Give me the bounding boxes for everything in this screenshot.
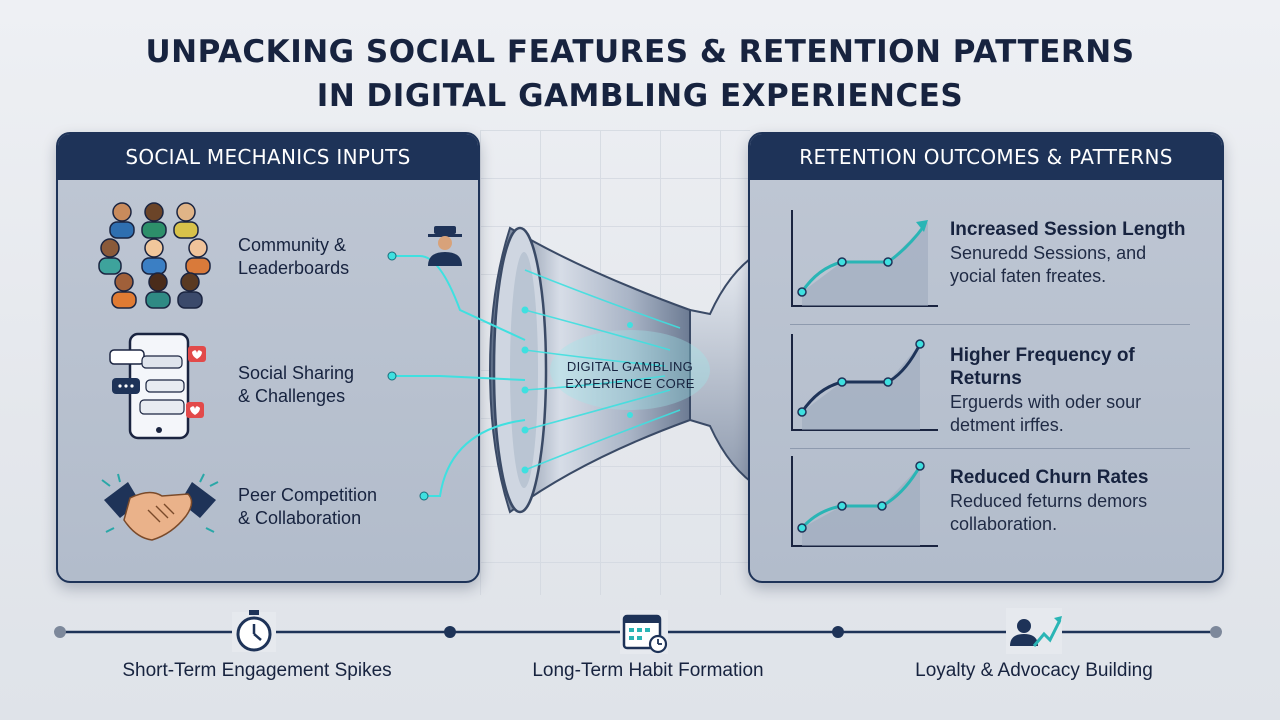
input-item-sharing: Social Sharing & Challenges xyxy=(238,362,354,408)
outcome-desc-3a: Reduced feturns demors xyxy=(950,491,1148,511)
outcome-desc-1b: yocial faten freates. xyxy=(950,266,1107,286)
community-label-line-1: Community & xyxy=(238,235,347,255)
competition-label-line-1: Peer Competition xyxy=(238,485,378,505)
input-item-competition: Peer Competition & Collaboration xyxy=(238,484,377,530)
core-label: DIGITAL GAMBLING EXPERIENCE CORE xyxy=(545,358,715,392)
retention-outcomes-panel: RETENTION OUTCOMES & PATTERNS Increased … xyxy=(748,132,1224,583)
outcome-heading-1: Increased Session Length xyxy=(950,219,1186,240)
community-label-line-2: Leaderboards xyxy=(238,258,350,278)
outcome-desc-2b: detment irffes. xyxy=(950,415,1064,435)
sharing-label-line-1: Social Sharing xyxy=(238,363,355,383)
right-panel-header: RETENTION OUTCOMES & PATTERNS xyxy=(750,134,1222,180)
return-frequency-chart xyxy=(791,334,938,431)
outcome-desc-2a: Erguerds with oder sour xyxy=(950,392,1142,412)
observer-person-icon xyxy=(428,226,462,266)
outcome-desc-3b: collaboration. xyxy=(950,514,1058,534)
title-line-1: UNPACKING SOCIAL FEATURES & RETENTION PA… xyxy=(145,34,1135,70)
core-label-line-1: DIGITAL GAMBLING xyxy=(566,359,694,374)
input-item-community: Community & Leaderboards xyxy=(238,234,349,280)
outcome-return-frequency: Higher Frequency of Returns Erguerds wit… xyxy=(950,344,1210,436)
title-line-2: IN DIGITAL GAMBLING EXPERIENCES xyxy=(316,78,964,114)
community-people-icon xyxy=(98,202,211,309)
calendar-clock-icon xyxy=(620,610,668,654)
person-growth-icon xyxy=(1006,608,1062,654)
session-length-chart xyxy=(791,210,938,307)
divider-1 xyxy=(790,324,1190,325)
outcome-churn-rates: Reduced Churn Rates Reduced feturns demo… xyxy=(950,466,1210,535)
input-connectors xyxy=(387,251,526,501)
timeline-label-short-term: Short-Term Engagement Spikes xyxy=(122,660,392,681)
outcome-heading-3: Reduced Churn Rates xyxy=(950,467,1149,488)
sharing-label-line-2: & Challenges xyxy=(238,386,346,406)
timeline-label-long-term: Long-Term Habit Formation xyxy=(532,660,764,681)
outcome-session-length: Increased Session Length Senuredd Sessio… xyxy=(950,218,1210,287)
competition-label-line-2: & Collaboration xyxy=(238,508,362,528)
outcome-desc-1a: Senuredd Sessions, and xyxy=(950,243,1147,263)
left-panel-header: SOCIAL MECHANICS INPUTS xyxy=(58,134,478,180)
divider-2 xyxy=(790,448,1190,449)
outcome-heading-2: Higher Frequency of Returns xyxy=(950,345,1135,389)
churn-rate-chart xyxy=(791,456,938,547)
phone-chat-icon xyxy=(109,332,206,440)
handshake-icon xyxy=(101,473,219,541)
timeline-label-loyalty: Loyalty & Advocacy Building xyxy=(915,660,1153,681)
timeline xyxy=(54,608,1222,654)
core-label-line-2: EXPERIENCE CORE xyxy=(565,376,695,391)
page-title: UNPACKING SOCIAL FEATURES & RETENTION PA… xyxy=(0,30,1280,118)
social-mechanics-panel: SOCIAL MECHANICS INPUTS Community & Lead… xyxy=(56,132,480,583)
stopwatch-icon xyxy=(232,610,276,652)
